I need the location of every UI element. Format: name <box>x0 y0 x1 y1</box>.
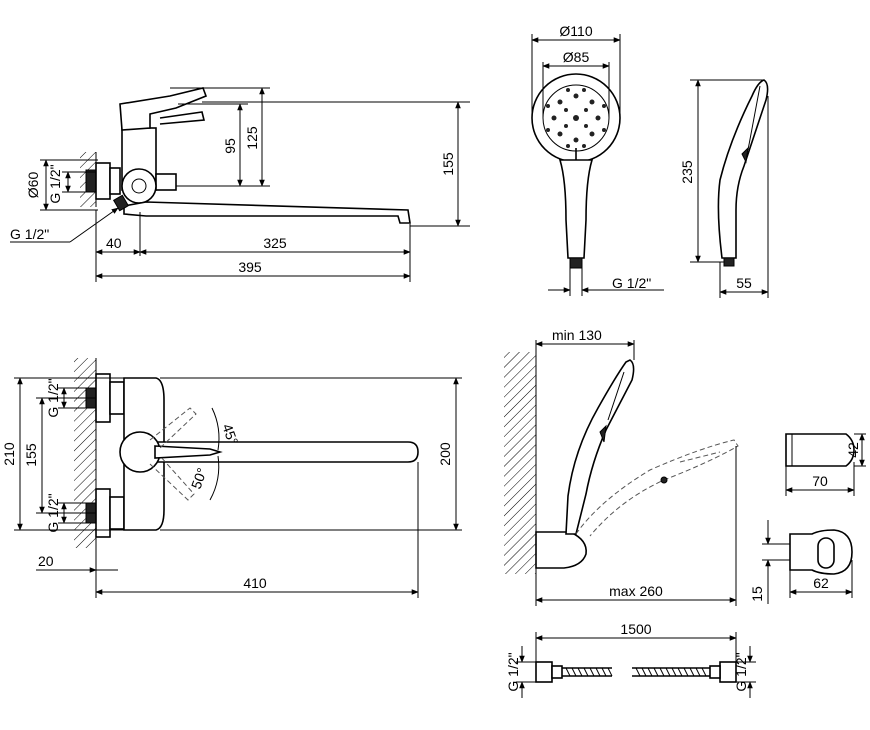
hose-thread-right: G 1/2" <box>733 652 749 691</box>
dim-max-260: max 260 <box>609 583 663 599</box>
dim-125: 125 <box>244 126 260 150</box>
dim-200: 200 <box>437 442 453 466</box>
dim-1500: 1500 <box>620 621 651 637</box>
dim-410: 410 <box>243 575 267 591</box>
dim-210: 210 <box>1 442 17 466</box>
dim-d110: Ø110 <box>559 23 592 39</box>
thread-label-lower: G 1/2" <box>45 493 61 532</box>
dim-62: 62 <box>813 575 829 591</box>
dim-min-130: min 130 <box>552 327 602 343</box>
dim-20: 20 <box>38 553 54 569</box>
dim-55: 55 <box>736 275 752 291</box>
dim-235: 235 <box>679 160 695 184</box>
dim-70: 70 <box>812 473 828 489</box>
angle-50: 50° <box>188 466 210 491</box>
angle-45: 45° <box>219 422 241 447</box>
dim-d85: Ø85 <box>563 49 590 65</box>
shower-handle <box>558 159 594 259</box>
mixer-front-view: 45° 50° 210 155 G 1/2" G 1/2" 200 20 410 <box>1 358 462 598</box>
front-handle-knob <box>119 431 161 473</box>
bracket-top-view <box>785 433 855 467</box>
spray-nozzles <box>546 88 606 148</box>
eccentric-fitting <box>85 169 97 193</box>
dim-395: 395 <box>238 259 262 275</box>
dim-155-front: 155 <box>23 443 39 467</box>
mixer-spout <box>123 201 411 224</box>
mixer-side-view: 95 125 155 Ø60 G 1/2" G 1/2" 40 325 395 <box>10 87 470 282</box>
hose-ribs <box>565 667 707 677</box>
thread-label-top: G 1/2" <box>47 164 63 203</box>
wall-holder <box>535 531 587 569</box>
holder-bracket-details: 42 70 15 62 <box>749 433 866 604</box>
mixer-lever <box>119 87 208 131</box>
diverter-knob <box>121 168 157 204</box>
held-shower <box>565 359 635 535</box>
hose-nut-left <box>535 661 553 683</box>
dim-95: 95 <box>222 138 238 154</box>
shower-hose: 1500 G 1/2" G 1/2" <box>505 621 756 698</box>
front-lever <box>154 445 223 459</box>
head-thread-label: G 1/2" <box>612 275 651 291</box>
shower-head-profile <box>717 79 769 259</box>
thread-label-side: G 1/2" <box>10 226 49 242</box>
thread-label-upper: G 1/2" <box>45 378 61 417</box>
dim-15: 15 <box>749 586 765 602</box>
mixer-front-spout <box>149 441 419 463</box>
holder-side-view: min 130 max 260 <box>504 327 739 606</box>
dim-42: 42 <box>845 442 861 458</box>
shower-head-front: G 1/2" Ø110 Ø85 <box>531 23 664 296</box>
dim-155: 155 <box>440 152 456 176</box>
wall-hatch <box>504 352 536 574</box>
dim-40: 40 <box>106 235 122 251</box>
dim-d60: Ø60 <box>25 172 41 199</box>
shower-alt-position <box>575 439 739 537</box>
shower-head-side: 235 55 <box>679 79 769 298</box>
hose-thread-left: G 1/2" <box>505 652 521 691</box>
dim-325: 325 <box>263 235 287 251</box>
